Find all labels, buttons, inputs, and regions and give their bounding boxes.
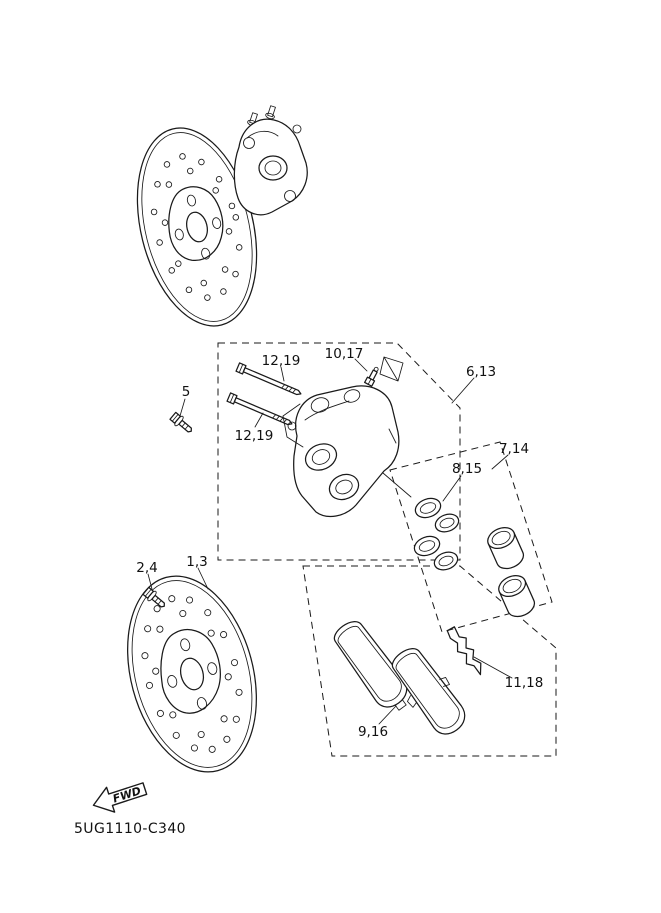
piston-seal-rings — [413, 497, 460, 571]
brake-disc-lower — [127, 575, 257, 773]
seal-kit-dashed-box — [389, 441, 553, 633]
leader-bleed-screw — [354, 358, 368, 372]
vent-holes — [141, 595, 243, 753]
callout-6-13: 6,13 — [466, 364, 496, 380]
piston-bore-2 — [328, 473, 360, 501]
seal-ring-4 — [433, 551, 459, 571]
leader-lines — [147, 358, 513, 725]
bleed-screw — [364, 366, 379, 387]
disc-hub — [160, 629, 221, 714]
assembly-line-caliper-seals — [382, 472, 412, 498]
brake-pad-inner — [391, 648, 466, 735]
thread-lines — [281, 384, 297, 394]
pad-spring-shim — [446, 626, 482, 676]
caliper-mount-bolt-right — [265, 105, 276, 120]
callout-10-17: 10,17 — [325, 346, 364, 362]
caliper-body-installed — [233, 118, 308, 216]
disc-center-hole — [179, 657, 205, 691]
caliper-pin-bolt-upper — [235, 362, 302, 396]
callout-2-4: 2,4 — [136, 560, 157, 576]
leader-piston-seals — [442, 475, 462, 502]
brake-disc-upper-assembly — [136, 105, 308, 327]
vent-holes — [150, 153, 243, 301]
fwd-label: FWD — [111, 784, 142, 805]
leader-bolt-5 — [179, 398, 186, 417]
bracket-bolt — [169, 411, 192, 433]
leader-pin-upper — [280, 366, 285, 382]
seal-ring-2 — [434, 513, 460, 533]
brake-caliper-body — [282, 385, 400, 518]
bleed-screw-cap-plate — [379, 356, 404, 382]
fwd-arrow: FWD — [92, 782, 148, 813]
leader-brake-pads — [378, 705, 397, 725]
caliper-piston-1 — [487, 527, 525, 570]
callout-8-15: 8,15 — [452, 461, 482, 477]
seal-ring-3 — [413, 535, 441, 557]
callout-7-14: 7,14 — [499, 441, 529, 457]
callout-9-16: 9,16 — [358, 724, 388, 740]
leader-disc-bolt — [147, 573, 153, 590]
fwd-arrow-shape — [92, 782, 148, 813]
caliper-assembly-dashed-box — [217, 342, 461, 561]
brake-caliper-installed — [233, 105, 308, 216]
piston-bore-1 — [304, 443, 338, 471]
hub-bolt-holes — [167, 638, 218, 710]
leader-brake-disc — [197, 567, 209, 590]
callout-11-18: 11,18 — [505, 675, 544, 691]
callout-12-19-lower: 12,19 — [235, 428, 274, 444]
leader-pad-shim — [473, 656, 513, 679]
caliper-piston-2 — [498, 575, 536, 618]
disc-hub — [168, 186, 224, 261]
callout-5: 5 — [182, 384, 191, 400]
part-code: 5UG1110-C340 — [74, 821, 186, 837]
leader-pin-lower — [254, 412, 264, 428]
seal-ring-1 — [414, 497, 442, 519]
callout-12-19-upper: 12,19 — [262, 353, 301, 369]
disc-center-hole — [186, 211, 208, 243]
hub-bolt-holes — [174, 194, 222, 260]
caliper-pin-bolt-lower — [226, 392, 293, 426]
leader-seal-kit — [491, 454, 509, 470]
leader-caliper-assembly — [451, 377, 475, 404]
callout-1-3: 1,3 — [186, 554, 207, 570]
disc-mount-bolt — [142, 586, 165, 608]
brake-pads-dashed-box — [302, 565, 557, 757]
